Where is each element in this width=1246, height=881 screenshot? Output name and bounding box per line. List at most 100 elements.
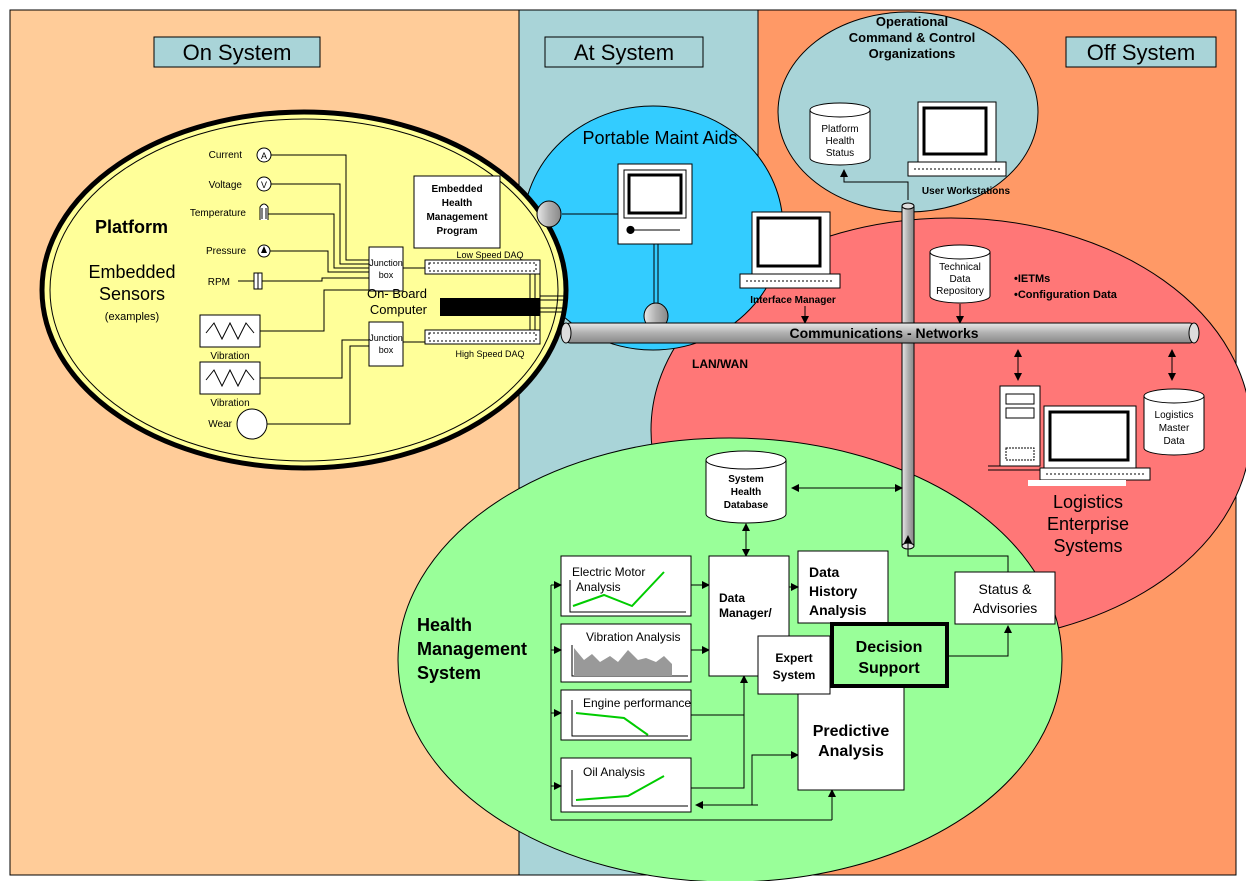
embedded-sensors-note: (examples)	[105, 311, 159, 323]
horizontal-pipe-cap-right	[1188, 322, 1200, 344]
ehm-program-line-4: Program	[436, 226, 477, 237]
off-system-label-box: Off System	[1065, 36, 1217, 68]
operational-title-2: Command & Control	[849, 30, 975, 45]
decision-to-status-arrow	[947, 625, 1012, 657]
onboard-computer-bar	[440, 298, 540, 316]
at-system-label: At System	[574, 40, 674, 65]
embedded-sensors-title-2: Sensors	[99, 284, 165, 304]
sensor-label-pressure: Pressure	[206, 246, 246, 257]
interface-manager-label: Interface Manager	[750, 295, 836, 306]
status-advisories-box	[954, 571, 1056, 625]
sensor-label-voltage: Voltage	[209, 180, 243, 191]
analysis-to-datamanager-links	[691, 581, 799, 809]
horizontal-pipe-cap-left	[560, 322, 572, 344]
system-health-db-line-3: Database	[724, 500, 769, 511]
sensor-label-wear: Wear	[208, 419, 232, 430]
hms-title-line-2: Management	[417, 639, 527, 659]
technical-data-repository-db-icon	[929, 244, 991, 304]
electric-motor-line-2: Analysis	[576, 580, 621, 594]
platform-health-status-line-3: Status	[826, 148, 854, 159]
off-system-label: Off System	[1087, 40, 1195, 65]
platform-ellipse-inner	[49, 118, 559, 462]
vibration-analysis-panel	[560, 623, 692, 683]
ammeter-icon: A	[256, 147, 272, 163]
wear-sensor-icon	[236, 408, 268, 440]
technical-data-line-3: Repository	[936, 286, 984, 297]
platform-health-status-line-1: Platform	[821, 124, 858, 135]
platform-health-status-db-icon	[809, 102, 871, 166]
logistics-enterprise-line-3: Systems	[1053, 536, 1122, 556]
predictive-analysis-line-1: Predictive	[813, 723, 890, 740]
engine-performance-panel	[560, 689, 692, 741]
status-advisories-line-1: Status &	[979, 581, 1033, 597]
logistics-enterprise-line-1: Logistics	[1053, 492, 1123, 512]
operational-title-3: Organizations	[869, 46, 956, 61]
oil-analysis-panel	[560, 757, 692, 813]
hms-title-line-3: System	[417, 663, 481, 683]
portable-computer-icon: ⬤	[617, 163, 693, 245]
system-health-db-line-1: System	[728, 474, 764, 485]
lan-wan-label: LAN/WAN	[692, 357, 748, 371]
predictive-analysis-box	[797, 684, 905, 791]
expert-system-line-2: System	[773, 668, 816, 682]
sensor-label-current: Current	[209, 150, 243, 161]
ietms-label: •IETMs	[1014, 273, 1050, 285]
status-to-network-arrow	[904, 535, 1009, 572]
communications-networks-label: Communications - Networks	[789, 325, 978, 341]
decision-support-line-2: Support	[858, 660, 920, 677]
technical-data-line-1: Technical	[939, 262, 981, 273]
hms-title-line-1: Health	[417, 615, 472, 635]
junction-box-2-line-2: box	[379, 345, 394, 355]
interface-manager-computer-icon	[739, 211, 841, 289]
on-system-label-box: On System	[153, 36, 321, 68]
predictive-analysis-line-2: Analysis	[818, 743, 884, 760]
sensor-label-vibration-1: Vibration	[210, 351, 249, 362]
junction-box-2	[368, 321, 404, 367]
configuration-data-label: •Configuration Data	[1014, 289, 1118, 301]
vibration-sensor-icon-1	[199, 314, 261, 348]
data-manager-line-2: Manager/	[719, 606, 772, 620]
logistics-master-data-db-icon	[1143, 388, 1205, 456]
analysis-input-bus	[550, 581, 836, 821]
vibration-sensor-icon-2	[199, 361, 261, 395]
data-manager-line-1: Data	[719, 591, 745, 605]
logistics-enterprise-line-2: Enterprise	[1047, 514, 1129, 534]
decision-support-box	[830, 622, 949, 688]
workstation-to-status-arrow	[840, 169, 909, 200]
svg-text:⬤: ⬤	[626, 225, 635, 234]
junction-box-1	[368, 246, 404, 292]
user-workstation-computer-icon	[907, 101, 1007, 177]
vibration-analysis-label: Vibration Analysis	[586, 630, 681, 644]
vertical-pipe-cap-top	[901, 202, 915, 210]
electric-motor-line-1: Electric Motor	[572, 565, 645, 579]
engine-performance-label: Engine performance	[583, 696, 691, 710]
logistics-server-icon	[988, 385, 1041, 471]
low-speed-daq-label: Low Speed DAQ	[456, 250, 523, 260]
electric-motor-analysis-panel	[560, 555, 692, 617]
platform-title: Platform	[95, 217, 168, 237]
sensor-label-temperature: Temperature	[190, 208, 247, 219]
logistics-master-line-1: Logistics	[1155, 410, 1194, 421]
data-history-line-2: History	[809, 583, 857, 599]
onboard-computer-line-2: Computer	[370, 302, 428, 317]
at-system-label-box: At System	[544, 36, 704, 68]
voltmeter-icon: V	[256, 176, 272, 192]
onboard-backplane	[529, 274, 566, 330]
low-speed-daq-card	[424, 259, 541, 275]
vertical-network-pipe	[901, 205, 915, 547]
expert-system-line-1: Expert	[775, 651, 812, 665]
oil-analysis-label: Oil Analysis	[583, 765, 645, 779]
svg-text:V: V	[261, 180, 267, 190]
thermocouple-icon	[259, 203, 269, 220]
sensor-label-rpm: RPM	[208, 277, 230, 288]
status-advisories-line-2: Advisories	[973, 600, 1038, 616]
portable-maint-aids-title: Portable Maint Aids	[582, 128, 737, 148]
user-workstations-label: User Workstations	[922, 186, 1011, 197]
on-system-label: On System	[183, 40, 292, 65]
connector-upper	[536, 200, 562, 228]
junction-box-1-line-2: box	[379, 270, 394, 280]
platform-health-status-line-2: Health	[826, 136, 855, 147]
logistics-workstation-icon	[1028, 405, 1151, 486]
high-speed-daq-label: High Speed DAQ	[455, 349, 524, 359]
